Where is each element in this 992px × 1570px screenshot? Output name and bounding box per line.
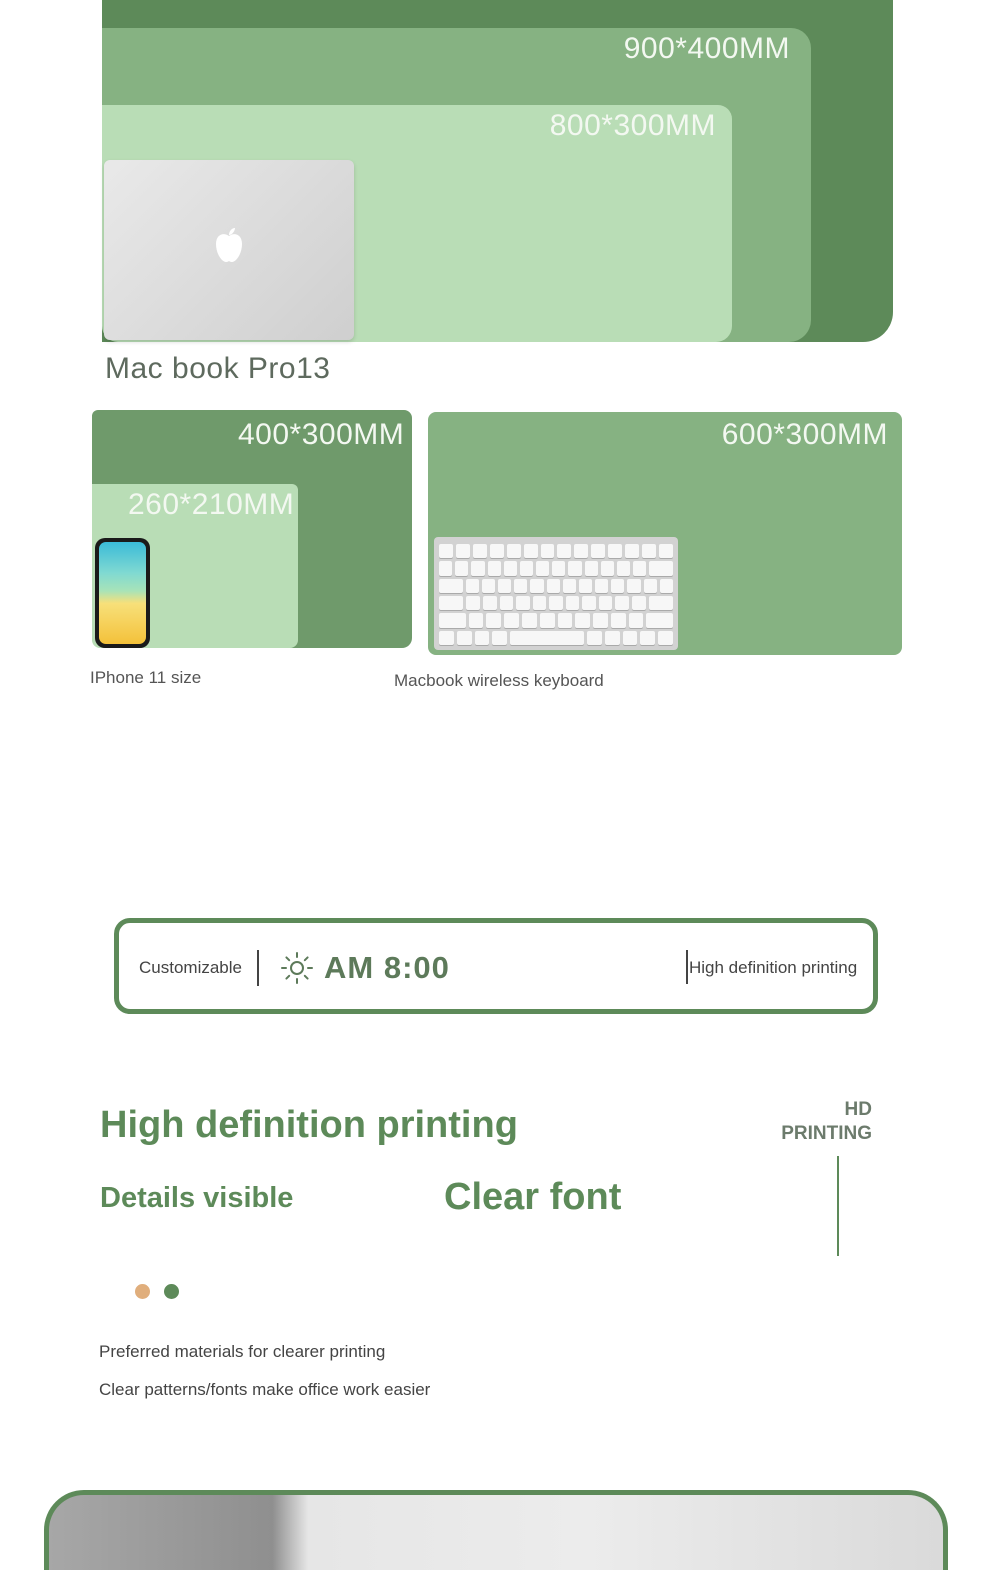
keyboard-caption: Macbook wireless keyboard	[394, 671, 604, 690]
size-label-260: 260*210MM	[128, 488, 295, 521]
size-label-800: 800*300MM	[549, 109, 716, 142]
hd-section-title: High definition printing	[100, 1104, 518, 1146]
banner-divider-right	[686, 950, 688, 984]
banner-time: AM 8:00	[324, 950, 450, 985]
hd-tag-line2: PRINTING	[781, 1123, 872, 1144]
phone-caption: IPhone 11 size	[90, 668, 202, 687]
feature-banner	[114, 918, 878, 1014]
apple-logo-icon	[216, 228, 242, 262]
banner-divider	[257, 950, 259, 986]
details-visible-label: Details visible	[100, 1182, 294, 1214]
sun-icon	[281, 952, 313, 984]
clear-font-label: Clear font	[444, 1176, 622, 1218]
size-label-600: 600*300MM	[721, 418, 888, 451]
bottom-photo-frame	[44, 1490, 948, 1570]
banner-hd-printing: High definition printing	[689, 958, 858, 977]
laptop-image	[104, 160, 354, 340]
banner-customizable: Customizable	[139, 958, 242, 977]
color-dot-orange	[135, 1284, 150, 1299]
note-patterns: Clear patterns/fonts make office work ea…	[99, 1380, 431, 1399]
color-dot-green	[164, 1284, 179, 1299]
phone-image	[95, 538, 150, 648]
size-label-900: 900*400MM	[623, 32, 790, 65]
size-label-400: 400*300MM	[238, 418, 405, 451]
hd-tag-line1: HD	[844, 1099, 872, 1120]
keyboard-image	[434, 537, 678, 650]
laptop-caption: Mac book Pro13	[105, 352, 331, 385]
hd-tag-line	[837, 1156, 839, 1256]
note-materials: Preferred materials for clearer printing	[99, 1342, 386, 1361]
